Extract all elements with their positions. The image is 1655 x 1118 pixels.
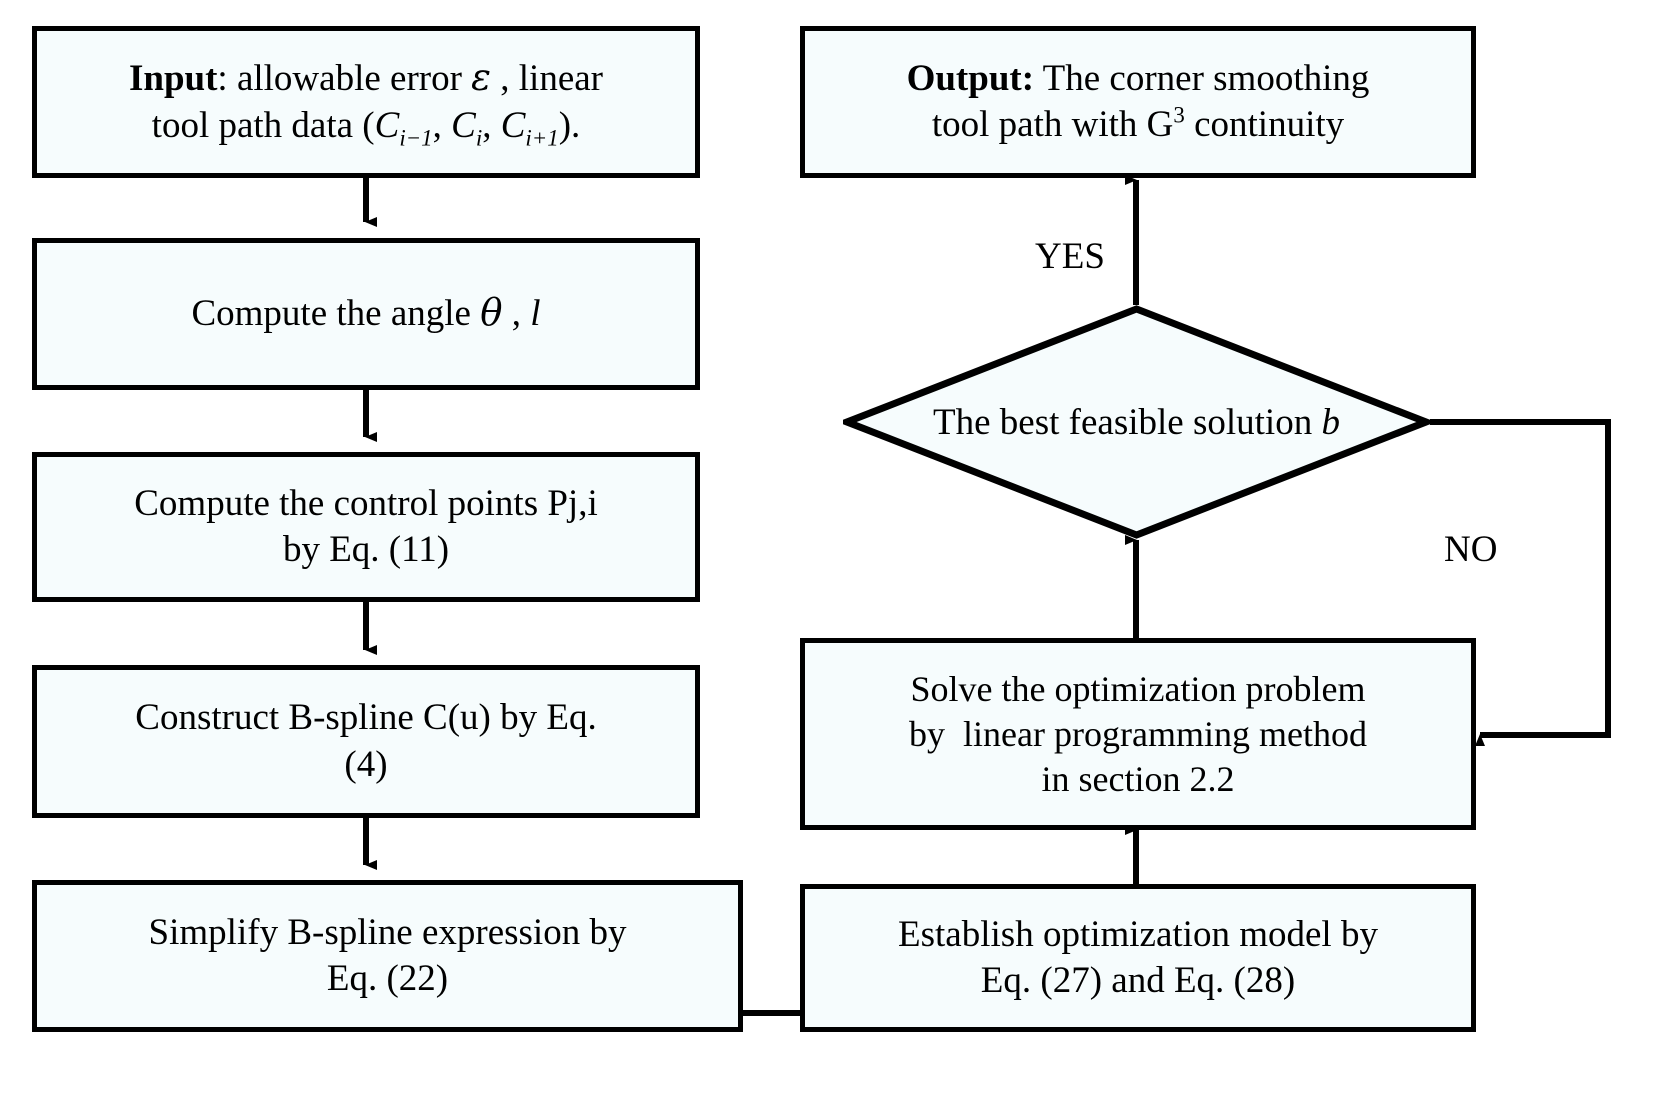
output-label: Output: bbox=[906, 57, 1035, 99]
node-construct-bspline-text: Construct B-spline C(u) by Eq. (4) bbox=[135, 697, 597, 785]
epsilon-symbol: ε bbox=[471, 56, 492, 100]
edge-label-no: NO bbox=[1444, 529, 1498, 570]
node-solve-optimization-text: Solve the optimization problem by linear… bbox=[909, 668, 1367, 799]
node-construct-bspline: Construct B-spline C(u) by Eq. (4) bbox=[32, 665, 700, 818]
b-variable: b bbox=[1321, 401, 1340, 443]
node-input: Input: allowable error ε , linear tool p… bbox=[32, 26, 700, 178]
node-solve-optimization: Solve the optimization problem by linear… bbox=[800, 638, 1476, 830]
node-establish-model: Establish optimization model by Eq. (27)… bbox=[800, 884, 1476, 1032]
node-establish-model-text: Establish optimization model by Eq. (27)… bbox=[898, 913, 1378, 1001]
node-decision-text: The best feasible solution b bbox=[933, 401, 1340, 443]
node-decision: The best feasible solution b bbox=[843, 305, 1430, 539]
decision-diamond-shape bbox=[843, 305, 1430, 539]
edge-label-yes: YES bbox=[1035, 236, 1105, 277]
node-compute-angle-text: Compute the angle θ , l bbox=[191, 291, 541, 335]
node-compute-angle: Compute the angle θ , l bbox=[32, 238, 700, 390]
node-input-text: Input: allowable error ε , linear tool p… bbox=[128, 56, 604, 150]
node-output-text: Output: The corner smoothing tool path w… bbox=[906, 57, 1370, 145]
theta-symbol: θ bbox=[480, 291, 503, 335]
g3-superscript: 3 bbox=[1173, 102, 1185, 128]
node-control-points-text: Compute the control points Pj,i by Eq. (… bbox=[134, 482, 598, 570]
node-simplify-bspline-text: Simplify B-spline expression by Eq. (22) bbox=[148, 911, 627, 999]
node-control-points: Compute the control points Pj,i by Eq. (… bbox=[32, 452, 700, 602]
input-label: Input bbox=[128, 58, 218, 100]
node-simplify-bspline: Simplify B-spline expression by Eq. (22) bbox=[32, 880, 743, 1032]
node-output: Output: The corner smoothing tool path w… bbox=[800, 26, 1476, 178]
l-symbol: l bbox=[530, 293, 541, 335]
